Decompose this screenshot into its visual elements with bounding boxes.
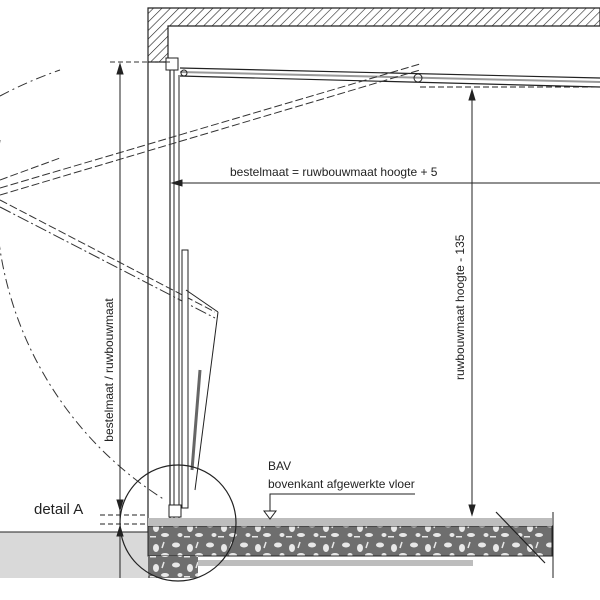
floor-description: bovenkant afgewerkte vloer (268, 477, 415, 491)
detail-a-circle (119, 464, 237, 582)
horizontal-track (179, 67, 600, 88)
open-door-path (0, 61, 421, 501)
detail-label: detail A (34, 501, 83, 518)
door-panel (165, 57, 182, 518)
floor-code: BAV (268, 459, 291, 473)
ground-outside (0, 532, 148, 578)
width-dimension (170, 179, 600, 187)
right-dimension (468, 88, 476, 517)
concrete-floor (147, 511, 554, 578)
left-dimension-label: bestelmaat / ruwbouwmaat (102, 298, 116, 442)
right-dimension-label: ruwbouwmaat hoogte - 135 (453, 234, 467, 380)
spring-arm (181, 249, 219, 509)
width-dimension-label: bestelmaat = ruwbouwmaat hoogte + 5 (230, 165, 438, 179)
floor-level-marker (263, 493, 415, 520)
lintel-wall (147, 7, 600, 63)
